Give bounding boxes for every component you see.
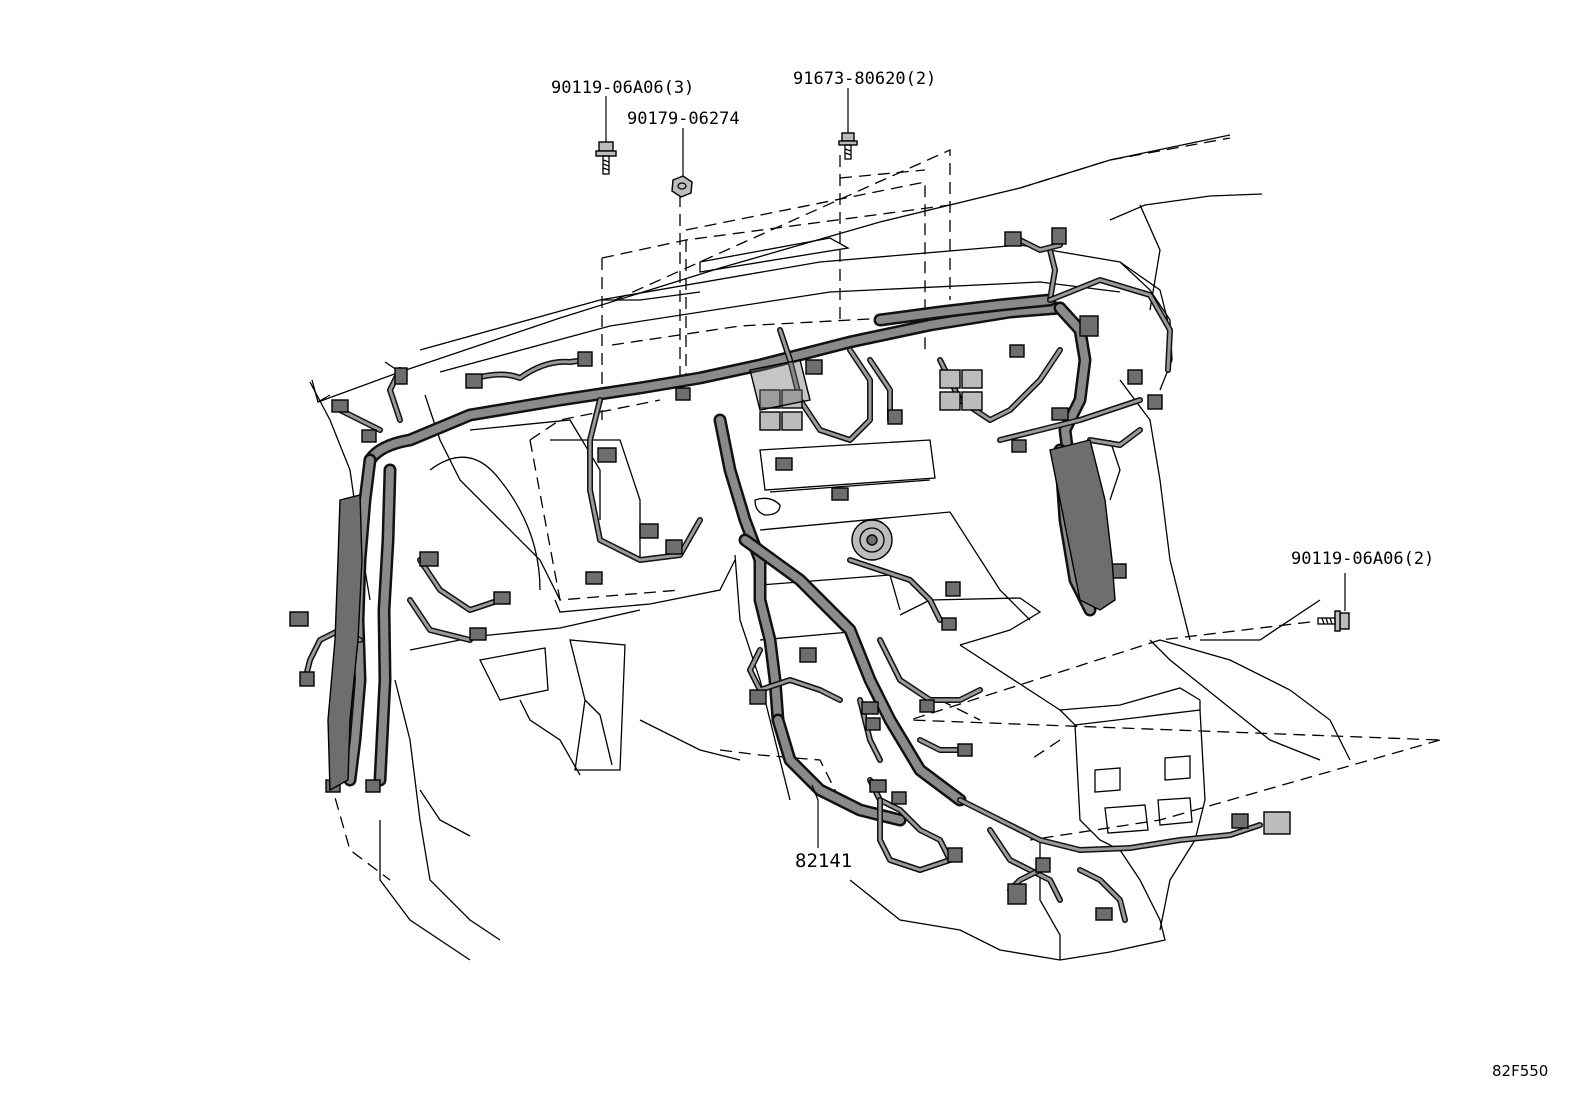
callout-leaders	[605, 88, 1346, 848]
bolt-90119-06a06-3-icon	[595, 141, 617, 175]
bolt-91673-80620-2-icon	[838, 132, 858, 160]
callout-82141: 82141	[795, 850, 853, 872]
callout-91673-80620-2: 91673-80620(2)	[793, 69, 937, 89]
callout-90179-06274: 90179-06274	[627, 109, 740, 129]
wire-harness-82141	[302, 237, 1263, 923]
nut-90179-06274-icon	[671, 175, 693, 198]
diagram-code: 82F550	[1492, 1062, 1549, 1080]
bolt-90119-06a06-2-icon	[1317, 610, 1350, 632]
dashboard-outline	[309, 134, 1351, 961]
callout-90119-06a06-2: 90119-06A06(2)	[1291, 549, 1435, 569]
callout-90119-06a06-3: 90119-06A06(3)	[551, 78, 695, 98]
installation-dashed-lines	[529, 148, 1441, 841]
junction-blocks	[327, 359, 1116, 792]
